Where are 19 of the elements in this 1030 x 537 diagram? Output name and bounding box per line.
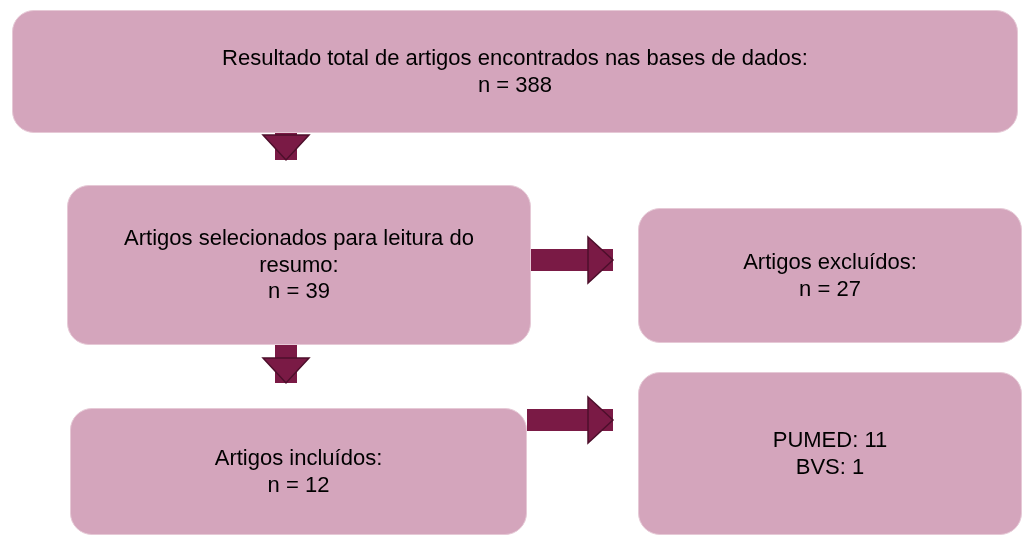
box-text: n = 27 [799,275,861,302]
box-text: n = 39 [268,278,330,305]
process-box [638,372,1022,535]
box-text: Resultado total de artigos encontrados nas bases de dados: [222,45,808,72]
box-text: Artigos excluídos: [743,249,917,276]
process-box [12,10,1018,133]
box-text: PUMED: 11 [772,427,888,454]
box-text: Artigos incluídos: [214,445,383,472]
box-text: n = 12 [267,471,330,498]
block-arrow [531,236,614,284]
process-box [67,185,531,345]
block-arrow [262,345,310,384]
block-arrow [262,133,310,161]
process-box [638,208,1022,343]
box-text: Artigos selecionados para leitura do resumo: [123,225,475,279]
block-arrow [527,396,614,444]
box-text: n = 388 [478,71,552,98]
process-box [70,408,527,535]
box-text: BVS: 1 [795,453,865,480]
